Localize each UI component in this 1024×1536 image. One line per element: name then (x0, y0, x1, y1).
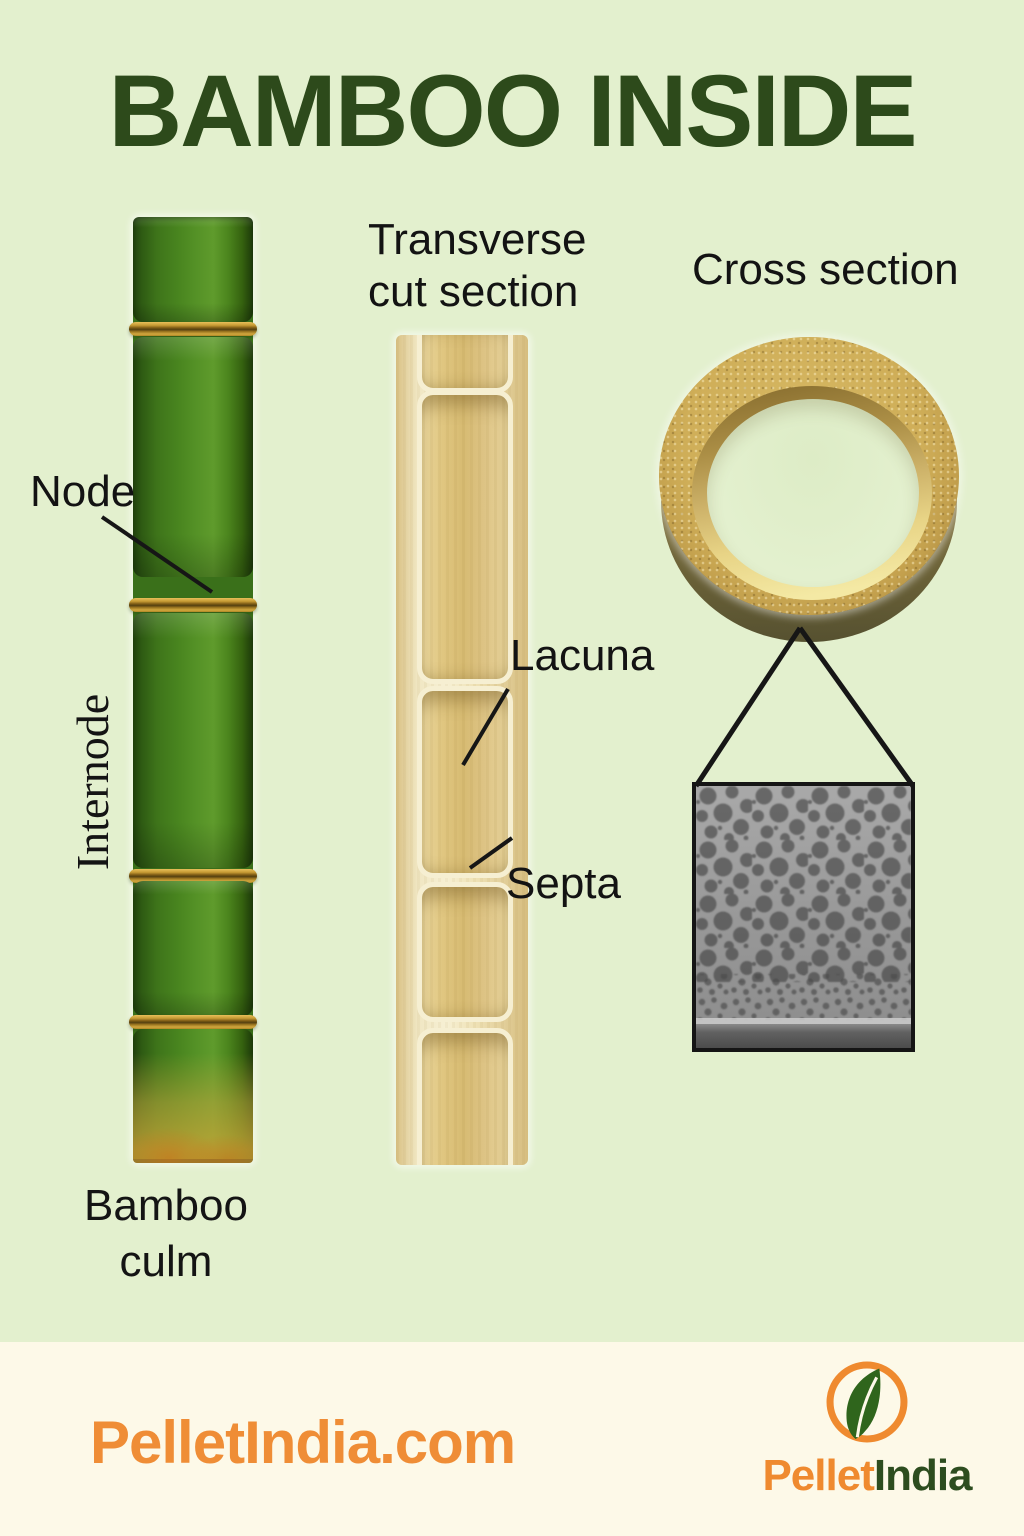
lacuna-chamber (417, 882, 513, 1022)
lacuna-label: Lacuna (510, 631, 655, 680)
culm-segment (133, 613, 253, 868)
microstructure-inset (692, 782, 915, 1052)
culm-caption: Bamboo culm (60, 1178, 272, 1290)
lacuna-chamber (417, 390, 513, 684)
website-text: PelletIndia.com (90, 1409, 516, 1476)
culm-segment (133, 337, 253, 577)
lacuna-chamber (417, 686, 513, 878)
culm-caption-line2: culm (119, 1237, 213, 1286)
culm-node-ring (129, 869, 257, 883)
lacuna-chamber (417, 1028, 513, 1165)
culm-node-ring (129, 598, 257, 612)
brand-text-first: Pellet (762, 1451, 874, 1500)
transverse-heading-line1: Transverse (368, 215, 587, 264)
culm-segment-bottom (133, 1029, 253, 1163)
transverse-heading: Transverse cut section (368, 214, 586, 318)
brand-logo: PelletIndia (744, 1358, 990, 1524)
footer: PelletIndia.com PelletIndia (0, 1342, 1024, 1536)
septa-label: Septa (506, 859, 621, 908)
node-label: Node (30, 467, 136, 516)
cross-section-heading: Cross section (692, 245, 959, 294)
transverse-heading-line2: cut section (368, 267, 579, 316)
page-title: BAMBOO INSIDE (108, 54, 917, 168)
culm-caption-line1: Bamboo (84, 1181, 248, 1230)
culm-segment (133, 881, 253, 1016)
brand-text: PelletIndia (744, 1452, 990, 1500)
culm-node-ring (129, 1015, 257, 1029)
leaf-icon (826, 1361, 908, 1443)
cross-section-ring-hollow (707, 399, 919, 587)
brand-text-second: India (873, 1451, 973, 1500)
microstructure-image (696, 786, 911, 1048)
internode-label: Internode (67, 693, 118, 871)
transverse-cut-illustration (396, 335, 528, 1165)
bamboo-culm-illustration (129, 217, 257, 1163)
culm-node-ring (129, 322, 257, 336)
culm-segment (133, 217, 253, 322)
lacuna-chamber (417, 335, 513, 393)
